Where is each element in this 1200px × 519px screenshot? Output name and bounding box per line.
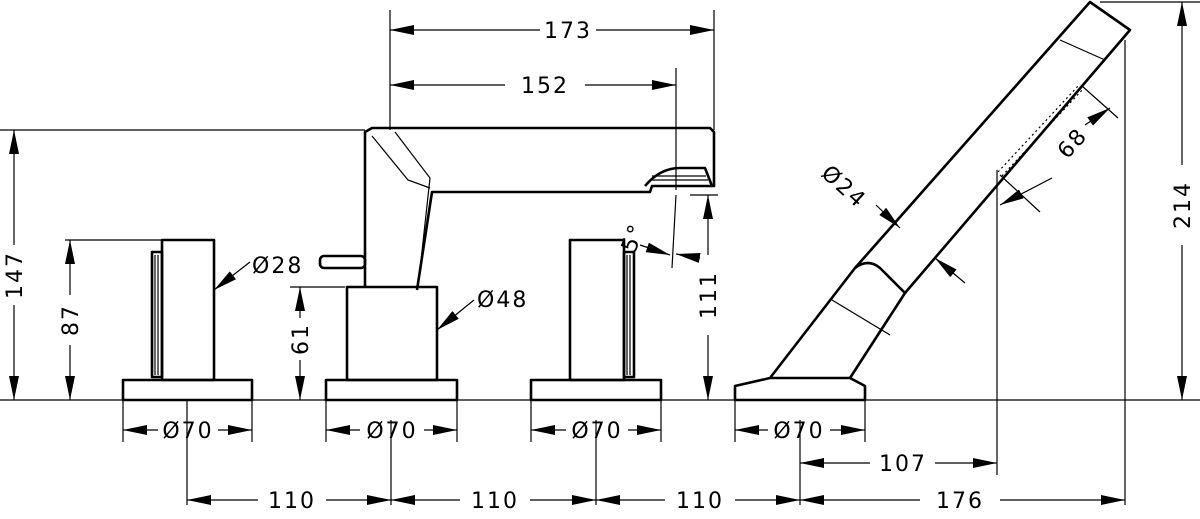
dim-base-diameter-1: Ø70 (162, 419, 213, 444)
dim-handshower-diameter: Ø24 (816, 161, 871, 214)
dim-spout-body-diameter: Ø48 (477, 288, 528, 313)
left-valve (121, 238, 254, 402)
dim-handshower-head-length: 68 (1053, 123, 1093, 164)
dim-spacing-2: 110 (471, 489, 519, 514)
dim-handshower-offset: 107 (879, 452, 927, 477)
dim-base-diameter-4: Ø70 (773, 419, 824, 444)
dim-base-diameter-3: Ø70 (571, 419, 622, 444)
right-valve (529, 238, 663, 402)
dim-spout-reach: 152 (521, 74, 569, 99)
dim-handshower-height: 214 (1171, 181, 1196, 229)
dim-base-diameter-2: Ø70 (366, 419, 417, 444)
handshower (733, 0, 1132, 402)
dim-valve-height: 87 (59, 304, 84, 336)
extension-lines (0, 1, 1200, 505)
dim-handshower-reach: 176 (936, 489, 984, 514)
dim-handle-diameter: Ø28 (252, 254, 303, 279)
spout (318, 126, 716, 402)
dimension-labels: 173 152 147 87 61 111 214 Ø28 Ø48 Ø24 68… (3, 19, 1196, 514)
dim-spacing-1: 110 (268, 489, 316, 514)
dimension-lines (9, 2, 1187, 505)
dim-height-overall: 147 (3, 251, 28, 299)
dim-spacing-3: 110 (676, 489, 724, 514)
dim-spout-body-height: 61 (289, 323, 314, 355)
dim-spout-overall-length: 173 (544, 19, 592, 44)
dim-spout-outlet-height: 111 (697, 271, 722, 319)
dim-outlet-angle: 5° (617, 220, 650, 256)
